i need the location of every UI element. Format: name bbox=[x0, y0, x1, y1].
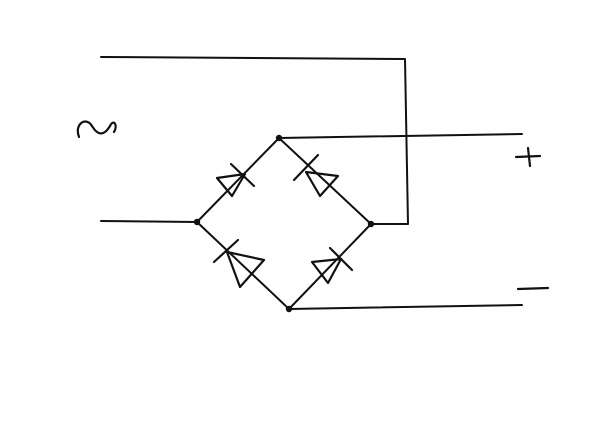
bridge-edge-top-right bbox=[278, 137, 372, 225]
junction-node-top bbox=[275, 134, 283, 142]
diode-upper-right-bar bbox=[292, 153, 320, 182]
bridge-edge-top-left bbox=[196, 137, 280, 223]
diode-lower-left-triangle bbox=[225, 250, 266, 289]
plus-vertical-stroke bbox=[526, 146, 532, 168]
output-wire-negative bbox=[288, 304, 523, 310]
diode-upper-right-triangle bbox=[304, 170, 340, 198]
ac-input-wire-top bbox=[100, 56, 409, 225]
output-wire-positive bbox=[278, 133, 523, 139]
diode-lower-right bbox=[310, 246, 354, 285]
diode-lower-right-triangle bbox=[310, 257, 343, 285]
bridge-edge-bottom-right bbox=[288, 223, 372, 310]
diode-upper-left-bar bbox=[229, 162, 256, 188]
diode-upper-right bbox=[292, 153, 340, 198]
junction-node-bottom bbox=[285, 305, 293, 313]
diode-upper-left bbox=[215, 162, 256, 198]
diode-lower-left bbox=[212, 238, 266, 289]
diode-lower-left-bar bbox=[212, 238, 240, 264]
diode-lower-right-bar bbox=[328, 246, 354, 272]
junction-node-left bbox=[193, 218, 201, 226]
ac-input-wire-bottom bbox=[100, 220, 198, 223]
bridge-edge-bottom-left bbox=[196, 221, 290, 310]
diode-upper-left-triangle bbox=[215, 172, 247, 198]
positive-terminal-icon bbox=[514, 146, 542, 168]
ac-source-icon bbox=[76, 120, 117, 139]
junction-node-right bbox=[367, 220, 375, 228]
negative-terminal-icon bbox=[516, 286, 550, 291]
